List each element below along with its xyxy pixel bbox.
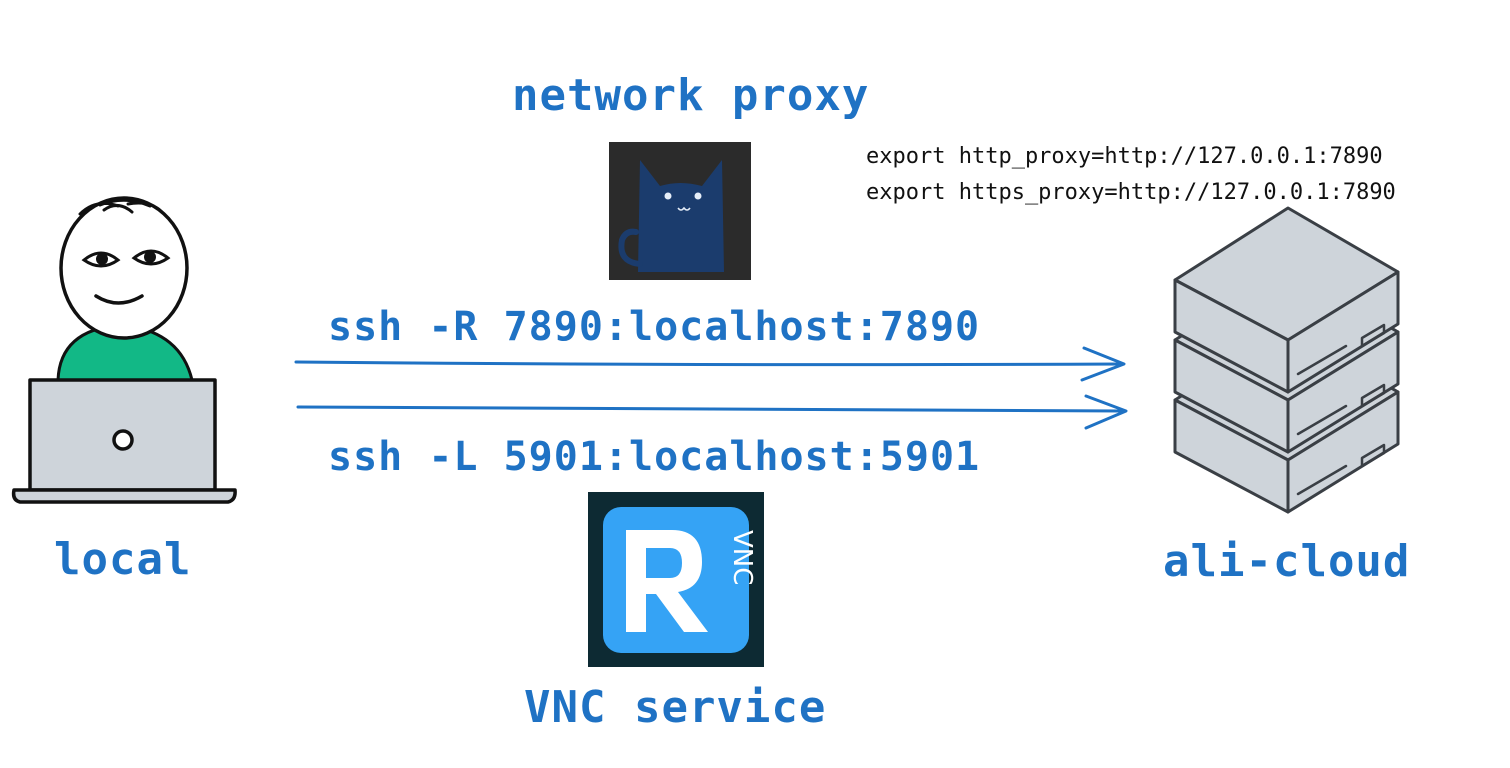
vnc-service-label: VNC service xyxy=(524,682,827,733)
rvnc-icon xyxy=(588,492,764,667)
reverse-tunnel-arrow xyxy=(294,346,1126,382)
server-stack-icon xyxy=(1173,206,1400,514)
reverse-tunnel-command: ssh -R 7890:localhost:7890 xyxy=(328,304,981,350)
vnc-logo-text: VNC xyxy=(727,530,757,585)
person-at-laptop-icon xyxy=(11,196,237,504)
local-label: local xyxy=(54,534,192,585)
https-proxy-export: export https_proxy=http://127.0.0.1:7890 xyxy=(866,180,1396,205)
network-proxy-label: network proxy xyxy=(512,70,870,121)
ali-cloud-label: ali-cloud xyxy=(1163,536,1411,587)
forward-tunnel-arrow xyxy=(296,394,1128,430)
forward-tunnel-command: ssh -L 5901:localhost:5901 xyxy=(328,434,981,480)
http-proxy-export: export http_proxy=http://127.0.0.1:7890 xyxy=(866,144,1383,169)
cat-icon xyxy=(609,142,751,280)
